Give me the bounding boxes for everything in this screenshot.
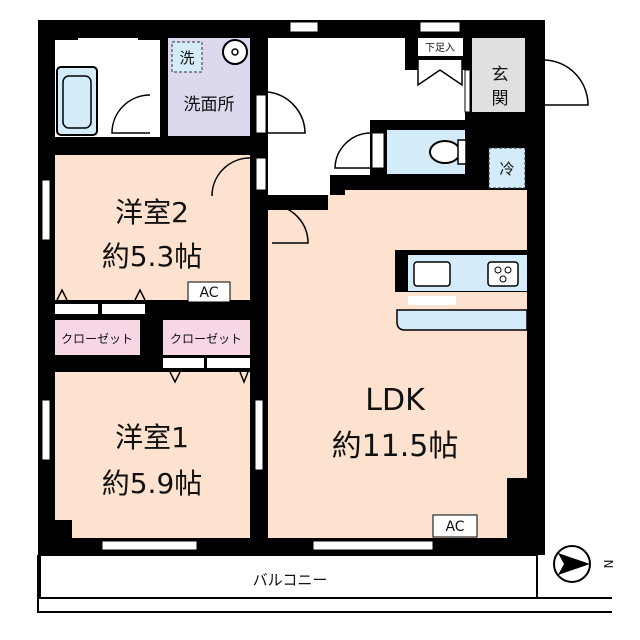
toilet-icon — [429, 140, 461, 164]
closet-right-label: クローゼット — [170, 332, 242, 346]
bathtub-icon — [56, 66, 98, 136]
windows — [41, 21, 461, 551]
western-room-1 — [55, 372, 250, 538]
western-room-2 — [55, 155, 250, 300]
entrance-label-1: 玄 — [492, 65, 509, 85]
ldk-door-icon — [271, 204, 309, 244]
balcony-label: バルコニー — [253, 571, 328, 589]
closet-left-label: クローゼット — [61, 332, 133, 346]
ac-ldk — [432, 514, 478, 538]
fridge-label: 冷 — [499, 160, 514, 178]
front-door-icon — [544, 59, 589, 106]
washer-space — [171, 41, 203, 73]
ac-western2-label: AC — [199, 285, 218, 301]
washroom-label: 洗面所 — [184, 95, 235, 115]
washer-label: 洗 — [179, 49, 194, 67]
balcony — [39, 554, 538, 599]
shoe-storage — [418, 38, 463, 56]
shoe-storage-label: 下足入 — [425, 42, 455, 54]
closet-right — [163, 320, 250, 355]
compass-north-label: N — [601, 560, 615, 569]
western1-size: 約5.9帖 — [102, 467, 203, 500]
ac-ldk-label: AC — [445, 519, 464, 535]
fridge-space — [488, 147, 526, 189]
hallway — [268, 38, 465, 195]
ldk-name: LDK — [365, 383, 426, 418]
kitchen-sink-icon — [413, 261, 451, 287]
toilet-door-icon — [334, 132, 371, 169]
bath-door-icon — [111, 94, 151, 134]
kitchen-bar — [396, 309, 528, 331]
entrance-label-2: 関 — [492, 89, 509, 109]
compass-icon — [553, 545, 591, 583]
closet-left — [55, 320, 140, 355]
western2-name: 洋室2 — [115, 196, 189, 229]
ldk-size: 約11.5帖 — [332, 429, 459, 464]
western2-size: 約5.3帖 — [102, 240, 203, 273]
ac-western2 — [187, 281, 231, 303]
western1-name: 洋室1 — [115, 421, 189, 454]
entrance — [472, 38, 525, 112]
ldk-room — [268, 190, 527, 538]
washroom-door-icon — [267, 91, 306, 134]
shoe-storage-door-icon — [417, 60, 463, 87]
sink-icon — [222, 39, 248, 65]
western2-door-icon — [211, 157, 251, 197]
